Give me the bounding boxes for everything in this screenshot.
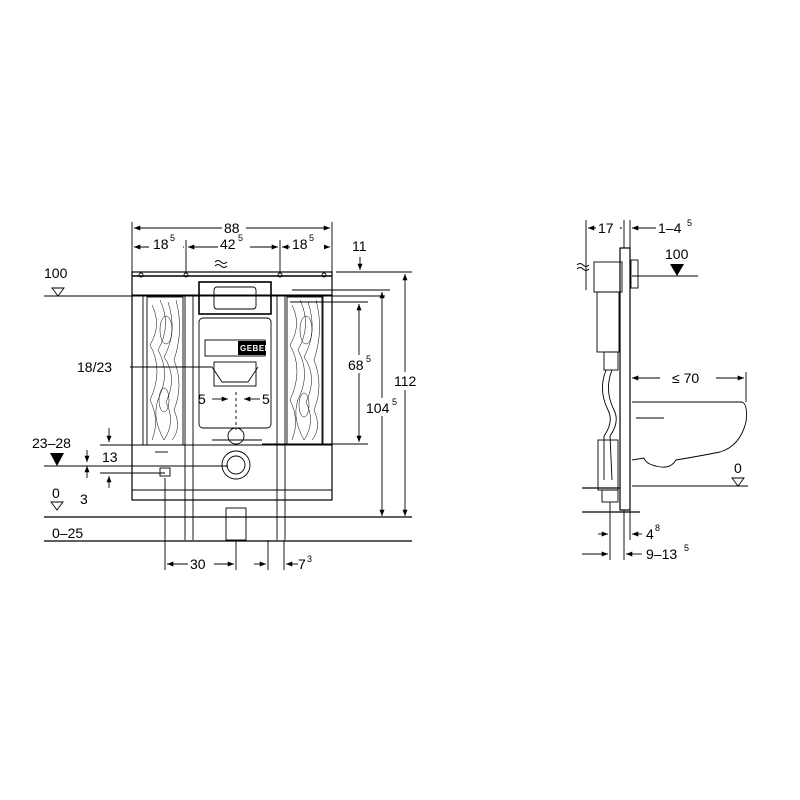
dim-104-sup: 5: [392, 397, 397, 407]
side-dim-70-label: ≤ 70: [672, 370, 699, 386]
dim-11-label: 11: [352, 238, 367, 254]
dim-68-label: 68: [348, 357, 364, 373]
level-100-front: 100: [44, 265, 385, 297]
side-level-100: 100: [632, 246, 698, 277]
side-level-0: 0: [632, 460, 748, 487]
side-level-100-triangle-icon: [670, 264, 684, 276]
dim-outlet-offset: 5 5: [198, 391, 270, 430]
dim-right-panel-sup: 5: [309, 233, 314, 243]
side-dim-bottom: 4 8 9–13 5: [582, 502, 689, 562]
floor-lines: 0–25: [44, 516, 412, 542]
side-level-0-triangle-icon: [731, 477, 745, 487]
side-level-100-label: 100: [665, 246, 689, 262]
dim-104-label: 104: [366, 400, 390, 416]
side-view: 17 1–4 5 100 ≤ 70 0: [576, 218, 748, 562]
dim-112: 112: [394, 274, 420, 516]
dim-30-label: 30: [190, 556, 206, 572]
dim-18-23-label: 18/23: [77, 359, 112, 375]
dim-112-label: 112: [394, 373, 417, 389]
side-dim-17-label: 17: [598, 220, 614, 236]
level-0-label: 0: [52, 485, 60, 501]
dim-panels: 18 5 42 5 18 5: [134, 233, 330, 272]
dim-top-gap: 11: [336, 238, 412, 273]
right-wood-panel: [286, 296, 324, 446]
dim-104: 104 5: [292, 289, 404, 516]
dim-7-sup: 3: [307, 554, 312, 564]
level-triangle-icon: [51, 287, 65, 297]
dim-5-left-label: 5: [198, 391, 206, 407]
water-supply-icon: [214, 260, 228, 268]
dim-7-label: 7: [298, 556, 306, 572]
dim-68: 68 5: [262, 301, 376, 445]
floor-range-label: 0–25: [52, 525, 83, 541]
level-filled-triangle-icon: [50, 453, 64, 466]
dim-5-right-label: 5: [262, 391, 270, 407]
side-dim-4-sup: 8: [655, 523, 660, 533]
side-dim-1-4-sup: 5: [687, 218, 692, 228]
side-dim-1-4-label: 1–4: [658, 220, 682, 236]
side-dim-top: 17 1–4 5: [585, 218, 692, 290]
brand-label: GEBERIT: [240, 344, 279, 353]
dim-left-panel-sup: 5: [170, 233, 175, 243]
dim-left-panel-label: 18: [153, 236, 169, 252]
dim-total-width: 88: [131, 219, 333, 272]
level-23-28-label: 23–28: [32, 435, 71, 451]
side-floor: [582, 487, 640, 513]
side-dim-9-13-sup: 5: [684, 543, 689, 553]
side-dim-4-label: 4: [646, 526, 654, 542]
dim-bottom: 30 7 3: [164, 478, 312, 572]
geberit-logo: [238, 341, 266, 355]
dim-center-label: 42: [220, 236, 236, 252]
wc-bowl: [631, 401, 747, 468]
dim-center-sup: 5: [238, 233, 243, 243]
dim-13-label: 13: [102, 449, 118, 465]
dim-3-label: 3: [80, 491, 88, 507]
side-dim-bowl: ≤ 70: [632, 370, 747, 402]
front-view: GEBERIT 88: [32, 219, 420, 572]
cistern: GEBERIT: [155, 281, 286, 541]
side-level-0-label: 0: [734, 460, 742, 476]
dim-flush-plate: 18/23: [77, 359, 259, 383]
level-100-label: 100: [44, 265, 68, 281]
side-water-supply-icon: [576, 263, 590, 271]
level-0-triangle-icon: [50, 501, 64, 511]
dim-3: 0 3: [50, 450, 90, 511]
dim-23-28: 23–28 13: [32, 428, 228, 488]
dim-right-panel-label: 18: [292, 236, 308, 252]
dim-68-sup: 5: [366, 354, 371, 364]
dim-88-label: 88: [224, 220, 240, 236]
side-dim-9-13-label: 9–13: [646, 546, 677, 562]
